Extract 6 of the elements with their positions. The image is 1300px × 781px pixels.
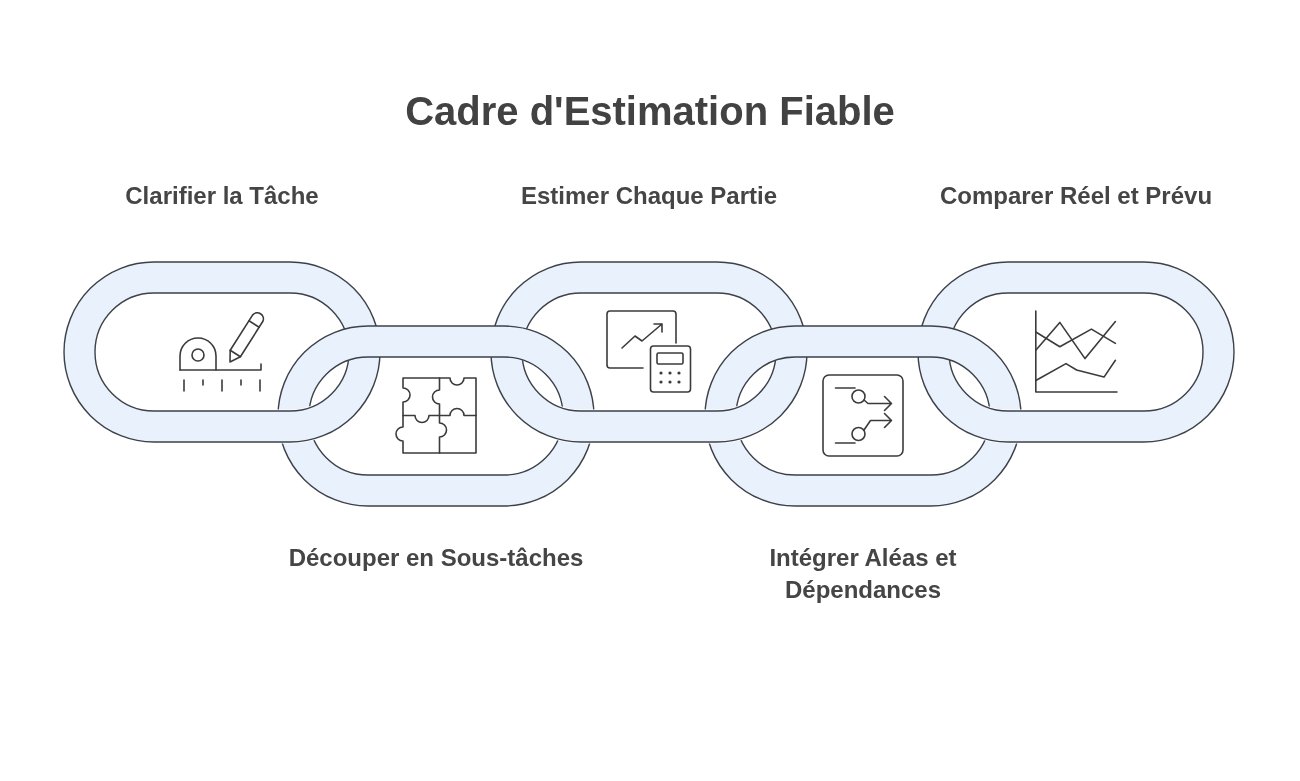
link-label: Intégrer Aléas et Dépendances: [768, 543, 958, 605]
link-label: Clarifier la Tâche: [125, 181, 319, 211]
diagram-title: Cadre d'Estimation Fiable: [405, 88, 895, 135]
link-label: Comparer Réel et Prévu: [939, 181, 1213, 211]
link-label: Découper en Sous-tâches: [288, 543, 584, 573]
link-label: Estimer Chaque Partie: [520, 181, 778, 211]
